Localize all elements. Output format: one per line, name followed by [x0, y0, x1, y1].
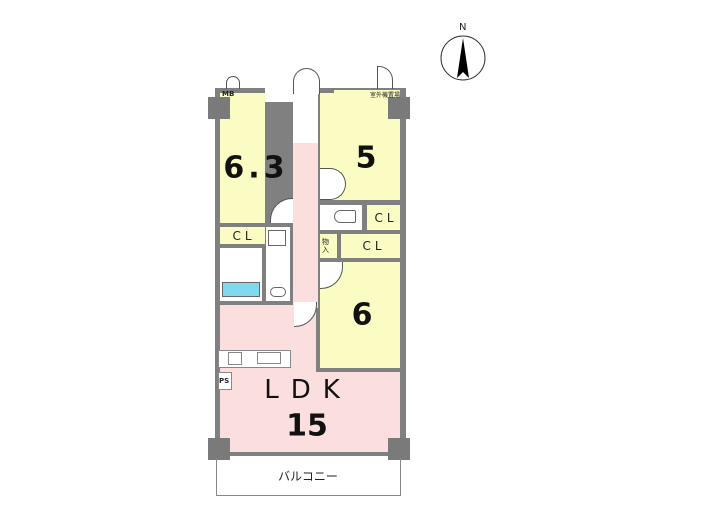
closet-3: [341, 234, 400, 258]
north-arrow-icon: [440, 35, 486, 81]
entrance-door[interactable]: [293, 68, 320, 94]
ldk-name: LDK: [264, 375, 352, 405]
mb-door[interactable]: [226, 76, 240, 89]
western-room-2-top: [334, 90, 400, 100]
outdoor-unit-label: 室外機置場: [370, 92, 401, 99]
storage: [320, 234, 337, 258]
notch: [265, 80, 293, 102]
pillar: [388, 97, 410, 119]
room-2-size: 5: [355, 140, 377, 176]
entrance: [293, 93, 318, 143]
room-3-size: 6: [351, 297, 373, 333]
outdoor-unit-door[interactable]: [377, 66, 393, 89]
storage-label: 物入: [322, 238, 329, 254]
closet-1-label: CL: [232, 229, 256, 243]
closet-2: [367, 205, 400, 230]
closet-1: [220, 227, 265, 244]
closet-3-label: CL: [362, 239, 386, 253]
balcony: [216, 458, 401, 496]
compass-label: N: [459, 22, 467, 33]
balcony-label: バルコニー: [278, 469, 338, 484]
pipe-space-label: PS: [219, 377, 230, 385]
bathtub: [222, 282, 260, 297]
stove: [228, 352, 242, 365]
pillar: [208, 438, 230, 460]
closet-2-label: CL: [374, 211, 398, 225]
toilet-fixture: [334, 210, 356, 223]
pipe-space: [218, 372, 232, 390]
pillar: [208, 97, 230, 119]
hallway: [293, 143, 318, 308]
kitchen-sink: [257, 352, 281, 364]
ldk-size: 15: [286, 408, 328, 444]
room-2-door[interactable]: [320, 168, 346, 200]
meter-box-label: MB: [222, 90, 235, 98]
washbasin: [268, 230, 286, 246]
pillar: [388, 438, 410, 460]
ldk-lower: [220, 372, 400, 452]
compass: N: [437, 22, 489, 84]
room-1-size: 6.3: [223, 150, 289, 186]
sink-bowl: [270, 287, 286, 297]
